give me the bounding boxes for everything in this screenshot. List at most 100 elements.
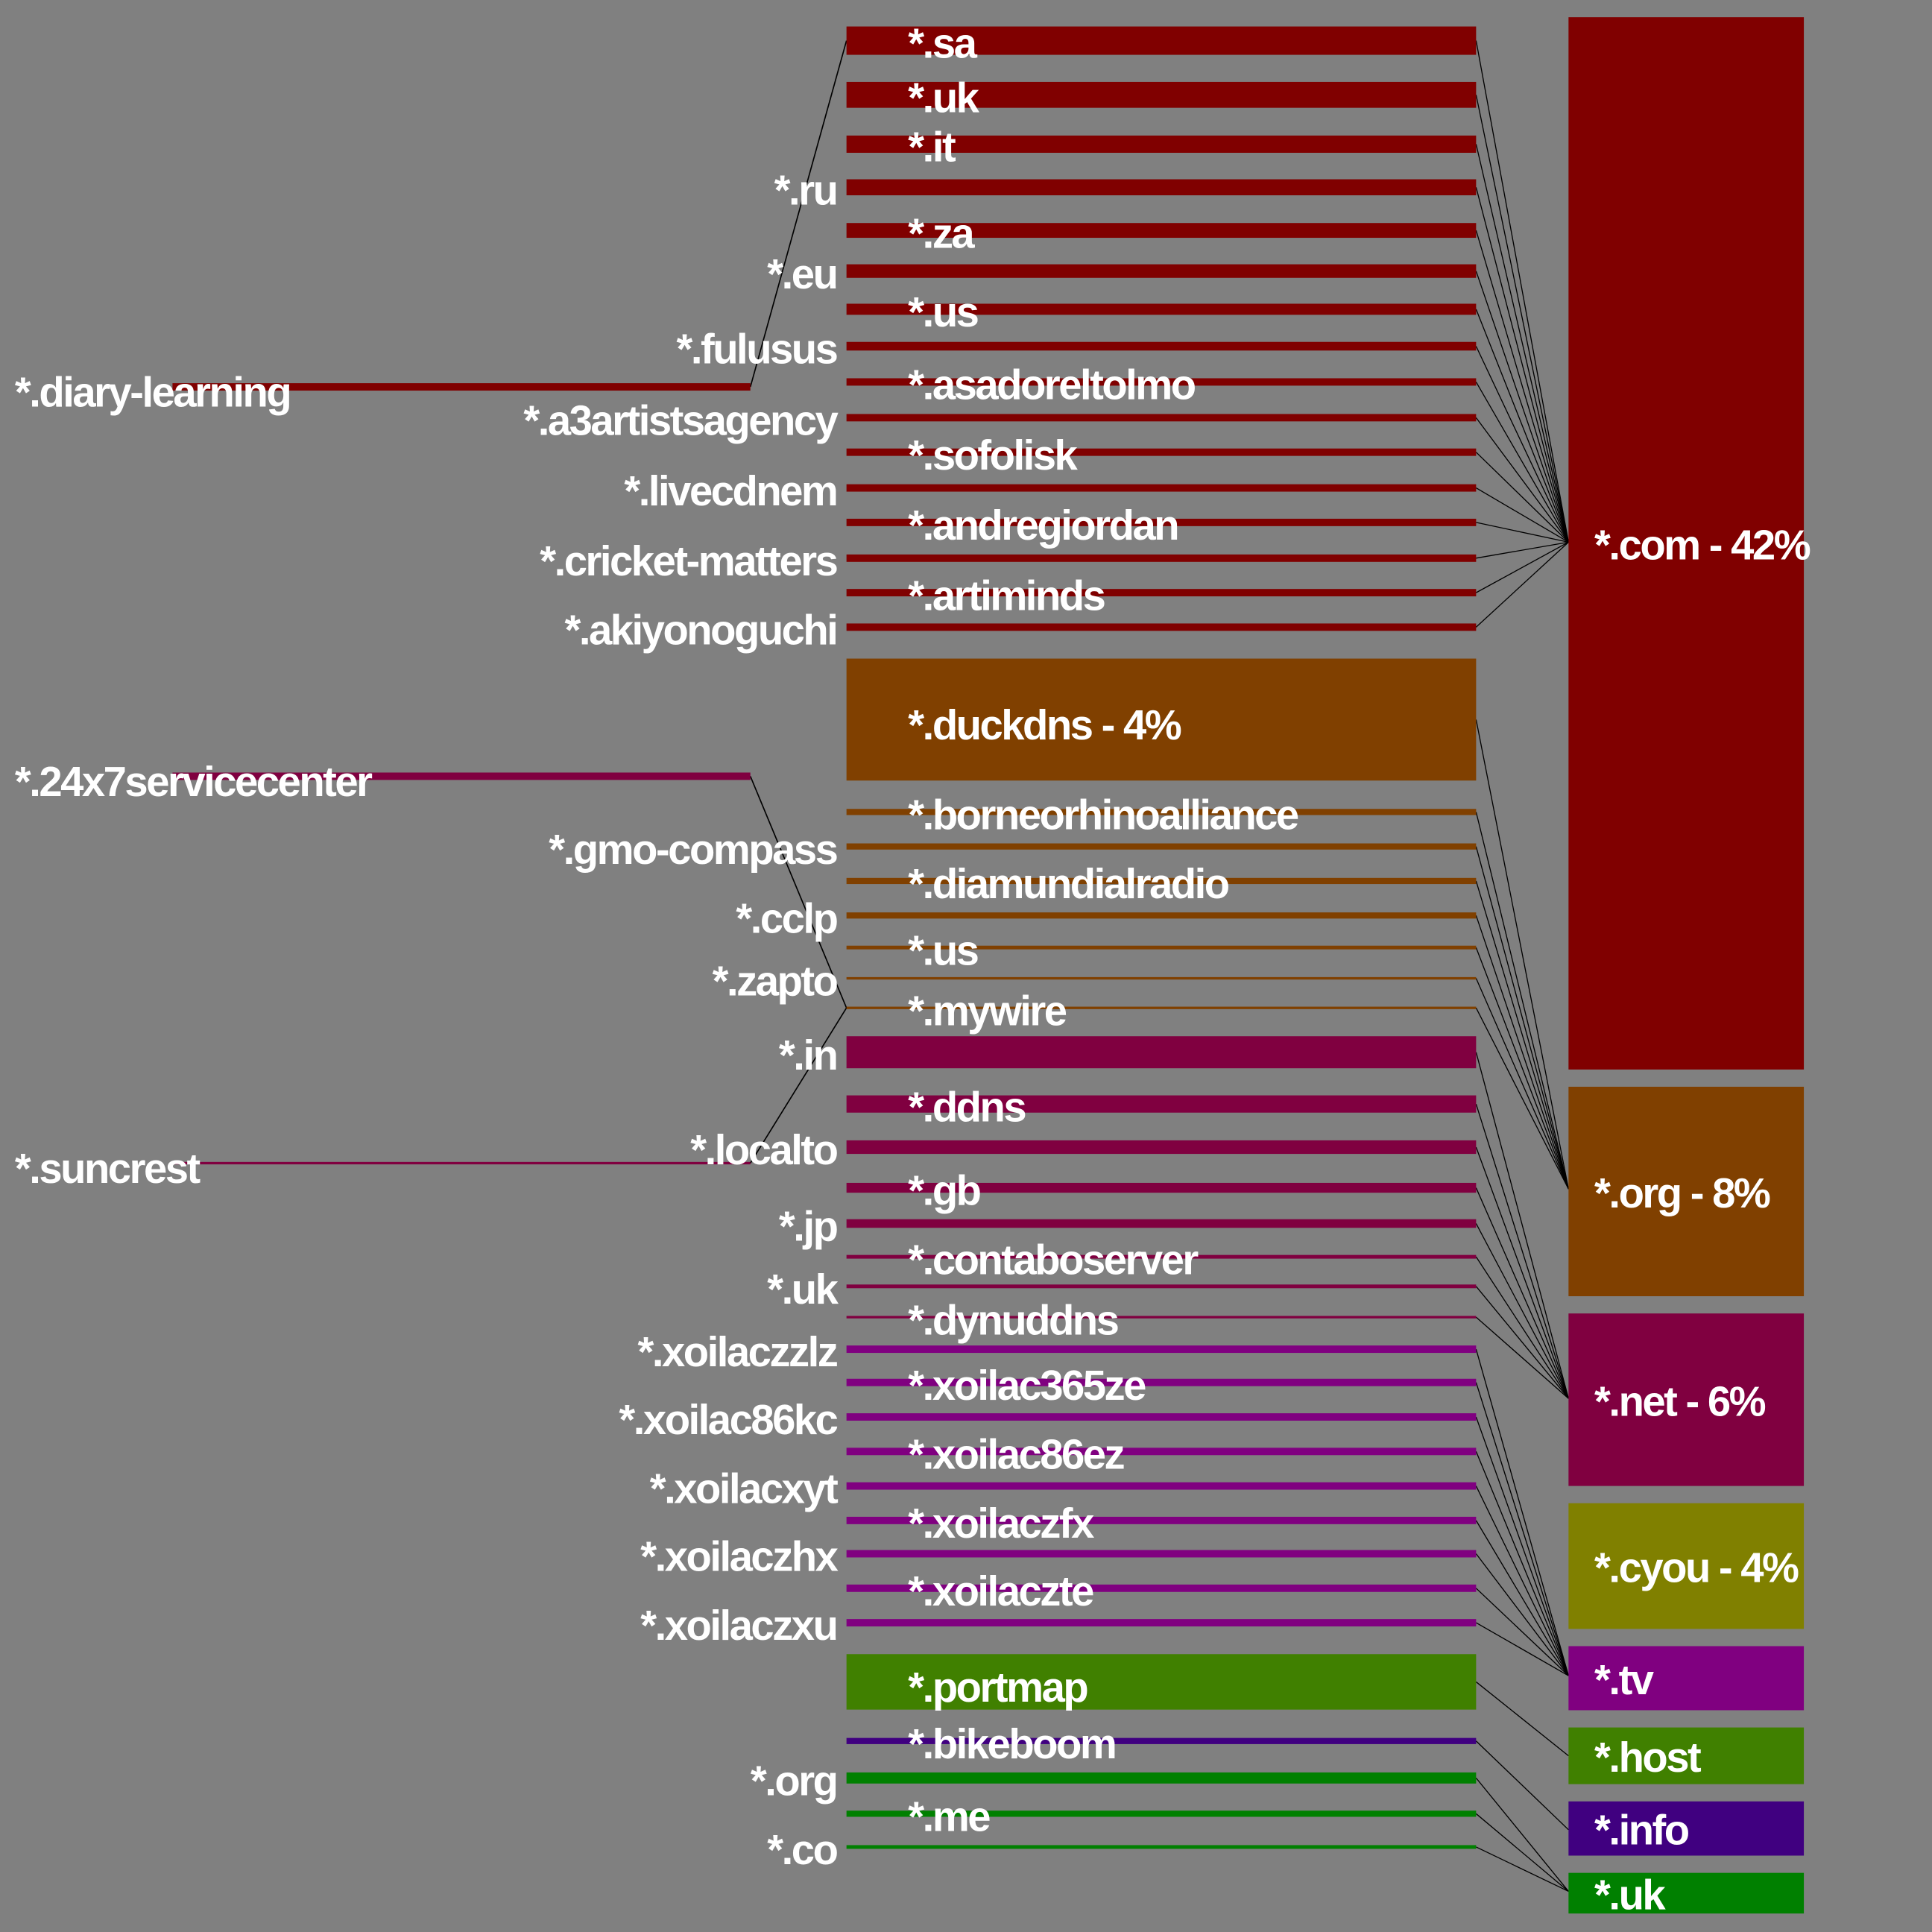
domain-node: *.asadoreltolmo (846, 362, 1477, 408)
domain-bar (846, 179, 1477, 196)
domain-node: *.a3artistsagency (523, 397, 1477, 444)
domain-node: *.gmo-compass (549, 826, 1477, 873)
link-line (1475, 1146, 1569, 1399)
category-node-uk: *.uk (1568, 1871, 1805, 1918)
category-label: *.net - 6% (1594, 1377, 1766, 1424)
domain-node: *.contaboserver (846, 1236, 1477, 1283)
domain-label: *.in (779, 1032, 837, 1079)
domain-node: *.xoilac86kc (619, 1396, 1477, 1443)
domain-node: *.mywire (846, 987, 1477, 1034)
domain-label: *.cclp (736, 894, 837, 941)
link-line (1475, 309, 1569, 543)
domain-bar (846, 877, 1477, 885)
link-line (1475, 452, 1569, 543)
domain-node: *.cricket-matters (540, 537, 1477, 584)
domain-label: *.jp (779, 1203, 838, 1250)
domain-node: *.jp (779, 1203, 1477, 1250)
source-node: *.suncrest (15, 1145, 751, 1192)
domain-bar (846, 378, 1477, 386)
domain-label: *.uk (908, 74, 979, 121)
source-label: *.suncrest (15, 1145, 201, 1192)
link-line (1475, 230, 1569, 543)
link-line (1475, 95, 1569, 543)
link-line (1476, 541, 1569, 559)
domain-label: *.xoilaczxu (640, 1602, 836, 1649)
domain-node: *.me (846, 1793, 1477, 1840)
domain-label: *.dynuddns (908, 1296, 1117, 1343)
domain-label: *.andregiordan (908, 502, 1178, 549)
link-line (1475, 1316, 1569, 1399)
domain-label: *.diamundialradio (908, 860, 1228, 907)
domain-label: *.ru (774, 166, 837, 213)
link-line (1476, 522, 1569, 543)
middle-nodes: *.sa*.uk*.it*.ru*.za*.eu*.us*.fulusus*.a… (523, 20, 1477, 1873)
domain-label: *.it (908, 124, 956, 171)
domain-bar (846, 1284, 1477, 1289)
source-label: *.diary-learning (15, 369, 290, 416)
source-node: *.diary-learning (15, 369, 751, 416)
domain-node: *.xoilac86ez (846, 1430, 1477, 1477)
link-line (1475, 1681, 1569, 1757)
domain-node: *.org (751, 1758, 1477, 1805)
domain-bar (846, 264, 1477, 278)
domain-node: *.andregiordan (846, 502, 1477, 549)
category-bar (1568, 17, 1805, 1070)
domain-bar (846, 518, 1477, 526)
category-node-cyou: *.cyou - 4% (1568, 1503, 1805, 1629)
category-label: *.host (1594, 1734, 1702, 1781)
link-line (1475, 1740, 1569, 1831)
link-line (1475, 1348, 1569, 1676)
link-line (1476, 1622, 1569, 1676)
link-line (1475, 144, 1569, 543)
domain-bar (846, 1482, 1477, 1490)
domain-bar (846, 1219, 1477, 1228)
domain-bar (846, 976, 1477, 980)
domain-label: *.xoilac365ze (908, 1362, 1146, 1409)
domain-label: *.akiyonoguchi (565, 607, 837, 654)
left-nodes: *.diary-learning*.24x7servicecenter*.sun… (15, 369, 751, 1192)
link-line (1475, 1416, 1569, 1676)
category-node-info: *.info (1568, 1801, 1805, 1856)
link-line (1475, 541, 1569, 628)
domain-label: *.uk (767, 1266, 839, 1313)
category-bar (1568, 1087, 1805, 1297)
domain-label: *.localto (690, 1126, 837, 1173)
domain-label: *.sa (908, 20, 977, 67)
links (749, 40, 1569, 1892)
domain-node: *.portmap (846, 1654, 1477, 1711)
domain-bar (846, 623, 1477, 631)
domain-bar (846, 1811, 1477, 1817)
domain-label: *.eu (767, 250, 836, 297)
domain-label: *.us (908, 926, 977, 973)
category-bar (1568, 1872, 1805, 1914)
link-line (1475, 1777, 1569, 1892)
category-node-org: *.org - 8% (1568, 1087, 1805, 1297)
link-line (1475, 846, 1569, 1190)
link-line (1475, 1007, 1569, 1190)
domain-node: *.sofolisk (846, 432, 1477, 479)
domain-node: *.livecdnem (624, 467, 1477, 514)
domain-node: *.xoilaczfx (846, 1500, 1477, 1547)
link-line (1475, 978, 1569, 1190)
link-line (1475, 1588, 1569, 1676)
domain-node: *.diamundialradio (846, 860, 1477, 907)
domain-bar (846, 303, 1477, 315)
domain-bar (846, 809, 1477, 815)
domain-node: *.ru (774, 166, 1477, 213)
domain-node: *.za (846, 209, 1477, 256)
domain-bar (846, 1845, 1477, 1849)
domain-bar (846, 589, 1477, 597)
domain-bar (846, 1140, 1477, 1155)
link-line (1475, 719, 1569, 1190)
domain-bar (846, 1378, 1477, 1386)
domain-label: *.ddns (908, 1083, 1025, 1130)
domain-label: *.us (908, 288, 977, 335)
link-line (1475, 1187, 1569, 1399)
domain-label: *.me (908, 1793, 990, 1840)
domain-node: *.sa (846, 20, 1477, 67)
domain-node: *.xoilaczhx (640, 1533, 1477, 1580)
domain-node: *.akiyonoguchi (565, 607, 1477, 654)
domain-node: *.us (846, 926, 1477, 973)
link-line (1475, 1520, 1569, 1676)
domain-bar (846, 1345, 1477, 1354)
